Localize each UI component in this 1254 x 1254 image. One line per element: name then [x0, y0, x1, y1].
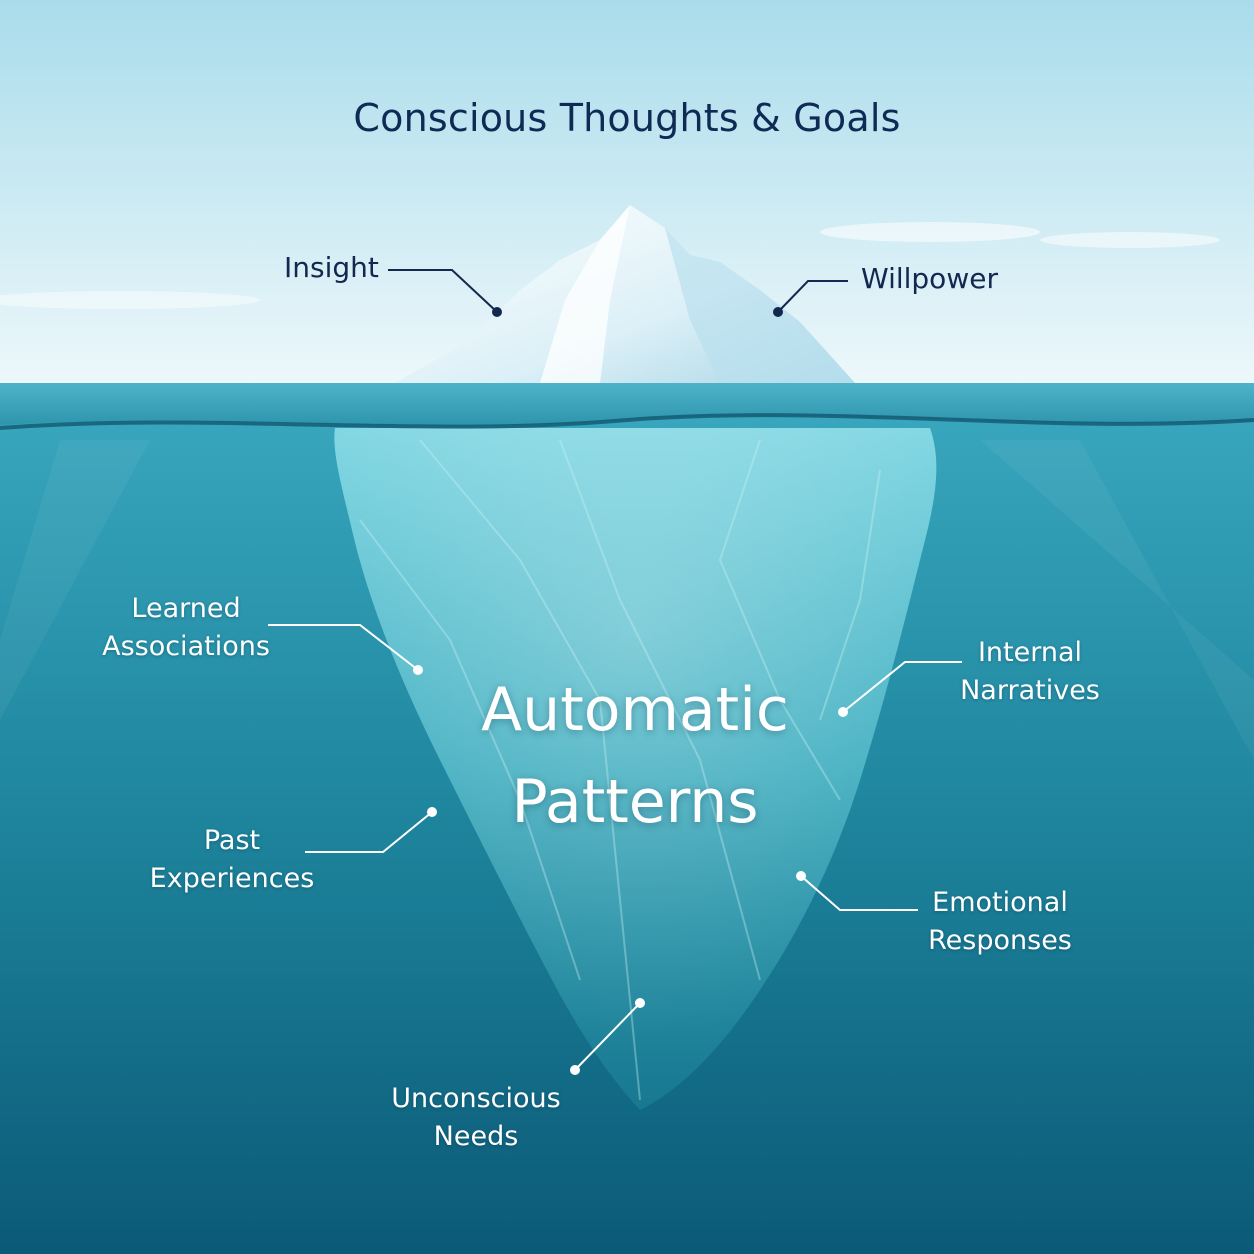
cloud [820, 222, 1040, 242]
cloud [0, 291, 260, 309]
label-emotional-responses-line1: Emotional [932, 887, 1068, 918]
label-unconscious-needs-line2: Needs [433, 1121, 519, 1152]
center-label: Automatic Patterns [435, 664, 835, 848]
label-internal-narratives-line2: Narratives [960, 675, 1100, 706]
diagram-title: Conscious Thoughts & Goals [353, 96, 901, 140]
label-learned-associations-line2: Associations [102, 631, 270, 662]
label-emotional-responses: Emotional Responses [900, 884, 1100, 960]
label-internal-narratives: Internal Narratives [940, 634, 1120, 710]
center-label-line2: Patterns [511, 767, 759, 837]
ice-facets [359, 439, 881, 1101]
light-ray [0, 440, 150, 720]
tip-highlight [540, 205, 630, 383]
label-learned-associations-line1: Learned [131, 593, 241, 624]
label-unconscious-needs: Unconscious Needs [376, 1080, 576, 1156]
iceberg-glow [334, 428, 937, 1110]
label-internal-narratives-line1: Internal [977, 637, 1083, 668]
cloud [1040, 232, 1220, 248]
tip-shadow [665, 228, 855, 383]
label-insight: Insight [284, 251, 379, 284]
label-past-experiences-line2: Experiences [149, 863, 315, 894]
waterline [0, 413, 1254, 430]
label-past-experiences-line1: Past [203, 825, 261, 856]
label-past-experiences: Past Experiences [132, 822, 332, 898]
leader-lines [268, 269, 962, 1071]
label-emotional-responses-line2: Responses [928, 925, 1072, 956]
label-unconscious-needs-line1: Unconscious [391, 1083, 561, 1114]
center-label-line1: Automatic [481, 675, 789, 745]
label-willpower: Willpower [861, 262, 998, 295]
callout-dots [413, 307, 848, 1075]
label-learned-associations: Learned Associations [86, 590, 286, 666]
